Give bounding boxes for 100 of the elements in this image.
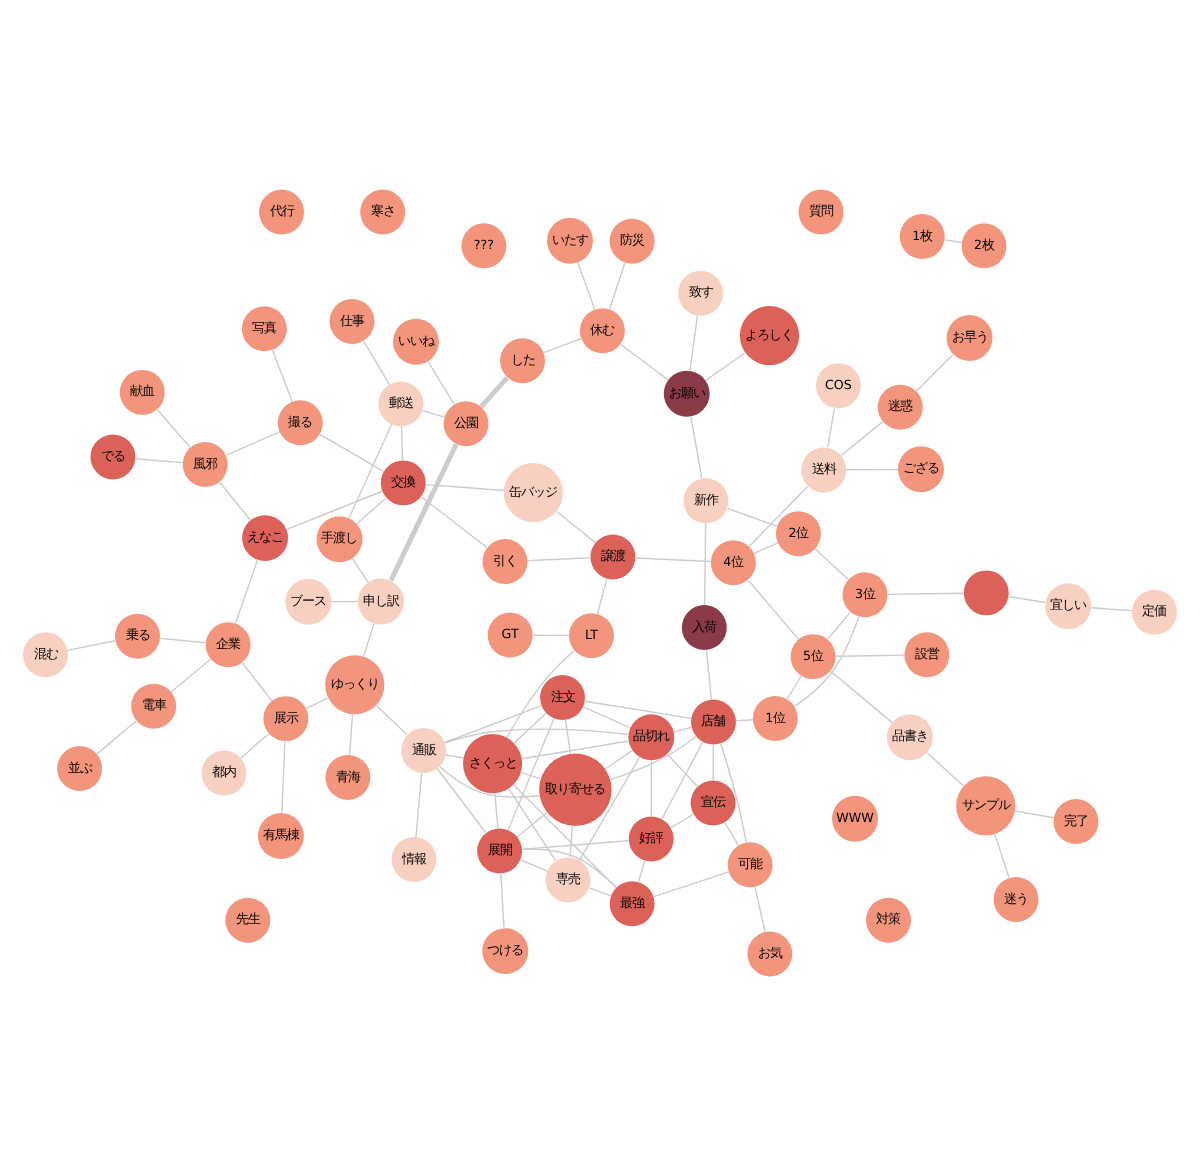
connector	[241, 662, 273, 702]
connector	[218, 481, 252, 521]
connector	[135, 458, 184, 464]
connector	[507, 718, 555, 831]
connector	[388, 443, 459, 582]
connector	[724, 821, 740, 846]
connector	[330, 600, 359, 603]
connector	[705, 649, 712, 701]
connector	[753, 542, 779, 555]
connector	[543, 338, 582, 354]
connector	[653, 871, 730, 898]
connector	[444, 728, 630, 744]
connector	[526, 557, 591, 562]
connector	[584, 700, 692, 720]
connector	[555, 510, 596, 544]
connector	[422, 409, 446, 418]
connector	[826, 407, 836, 449]
connector	[319, 433, 385, 472]
connector	[596, 578, 608, 615]
connector	[634, 557, 712, 563]
connector	[943, 239, 963, 244]
connector	[650, 759, 653, 818]
connector	[748, 485, 809, 548]
connector	[1014, 810, 1055, 819]
connector	[887, 592, 965, 596]
connector	[351, 557, 369, 584]
connector	[564, 719, 572, 755]
node-circle	[963, 570, 1009, 616]
connector	[508, 787, 557, 862]
connector	[305, 697, 329, 710]
connector	[719, 743, 747, 843]
connector	[494, 792, 499, 830]
connector	[516, 812, 548, 838]
connector	[415, 772, 423, 838]
connector	[425, 483, 505, 492]
connector	[915, 353, 954, 392]
connector	[926, 752, 965, 787]
connector	[285, 490, 383, 531]
connector	[726, 507, 778, 527]
connector	[96, 720, 137, 755]
connector	[521, 848, 618, 889]
connector	[234, 559, 259, 624]
connector	[521, 740, 630, 760]
connector	[994, 833, 1010, 879]
connector	[786, 675, 802, 700]
connector	[1007, 595, 1046, 604]
connector	[348, 713, 354, 756]
connector	[506, 649, 575, 738]
connector	[829, 670, 893, 724]
connector	[439, 766, 541, 798]
connector	[577, 261, 596, 310]
connector	[479, 376, 509, 409]
connector	[712, 743, 715, 781]
connector	[747, 579, 800, 641]
connector	[704, 352, 746, 382]
connector	[672, 726, 692, 733]
connector	[609, 735, 697, 781]
connector	[703, 522, 707, 606]
connector	[444, 705, 542, 744]
connector	[362, 340, 391, 386]
connector	[670, 813, 695, 829]
connector	[170, 658, 212, 693]
connector	[569, 825, 574, 858]
connector	[271, 349, 293, 403]
connector	[156, 408, 191, 449]
connector	[840, 420, 884, 457]
connector	[281, 740, 286, 814]
connector	[666, 753, 698, 787]
connector	[513, 784, 617, 889]
connector	[834, 654, 905, 657]
connector	[690, 415, 703, 480]
connector	[619, 343, 670, 381]
connector	[637, 859, 646, 883]
connector	[520, 771, 541, 780]
connector	[348, 423, 393, 519]
connector	[754, 886, 766, 933]
connector	[375, 704, 408, 736]
connector	[582, 706, 631, 729]
connector	[66, 640, 116, 652]
connector	[519, 859, 548, 872]
connector	[400, 425, 404, 461]
connector	[845, 468, 899, 471]
connector	[500, 873, 505, 929]
connector	[689, 314, 699, 372]
connector	[827, 611, 852, 640]
connector	[240, 732, 270, 759]
connector	[608, 261, 626, 310]
connector	[363, 622, 375, 657]
connector	[513, 712, 547, 745]
connector	[436, 767, 487, 834]
connector	[604, 749, 634, 770]
connector	[427, 360, 455, 406]
connector	[794, 615, 860, 708]
connector	[735, 719, 754, 722]
connector	[445, 754, 464, 759]
connector	[588, 887, 612, 897]
connector	[661, 741, 704, 820]
connector	[225, 431, 281, 456]
connector	[356, 497, 387, 525]
connector	[532, 634, 570, 637]
